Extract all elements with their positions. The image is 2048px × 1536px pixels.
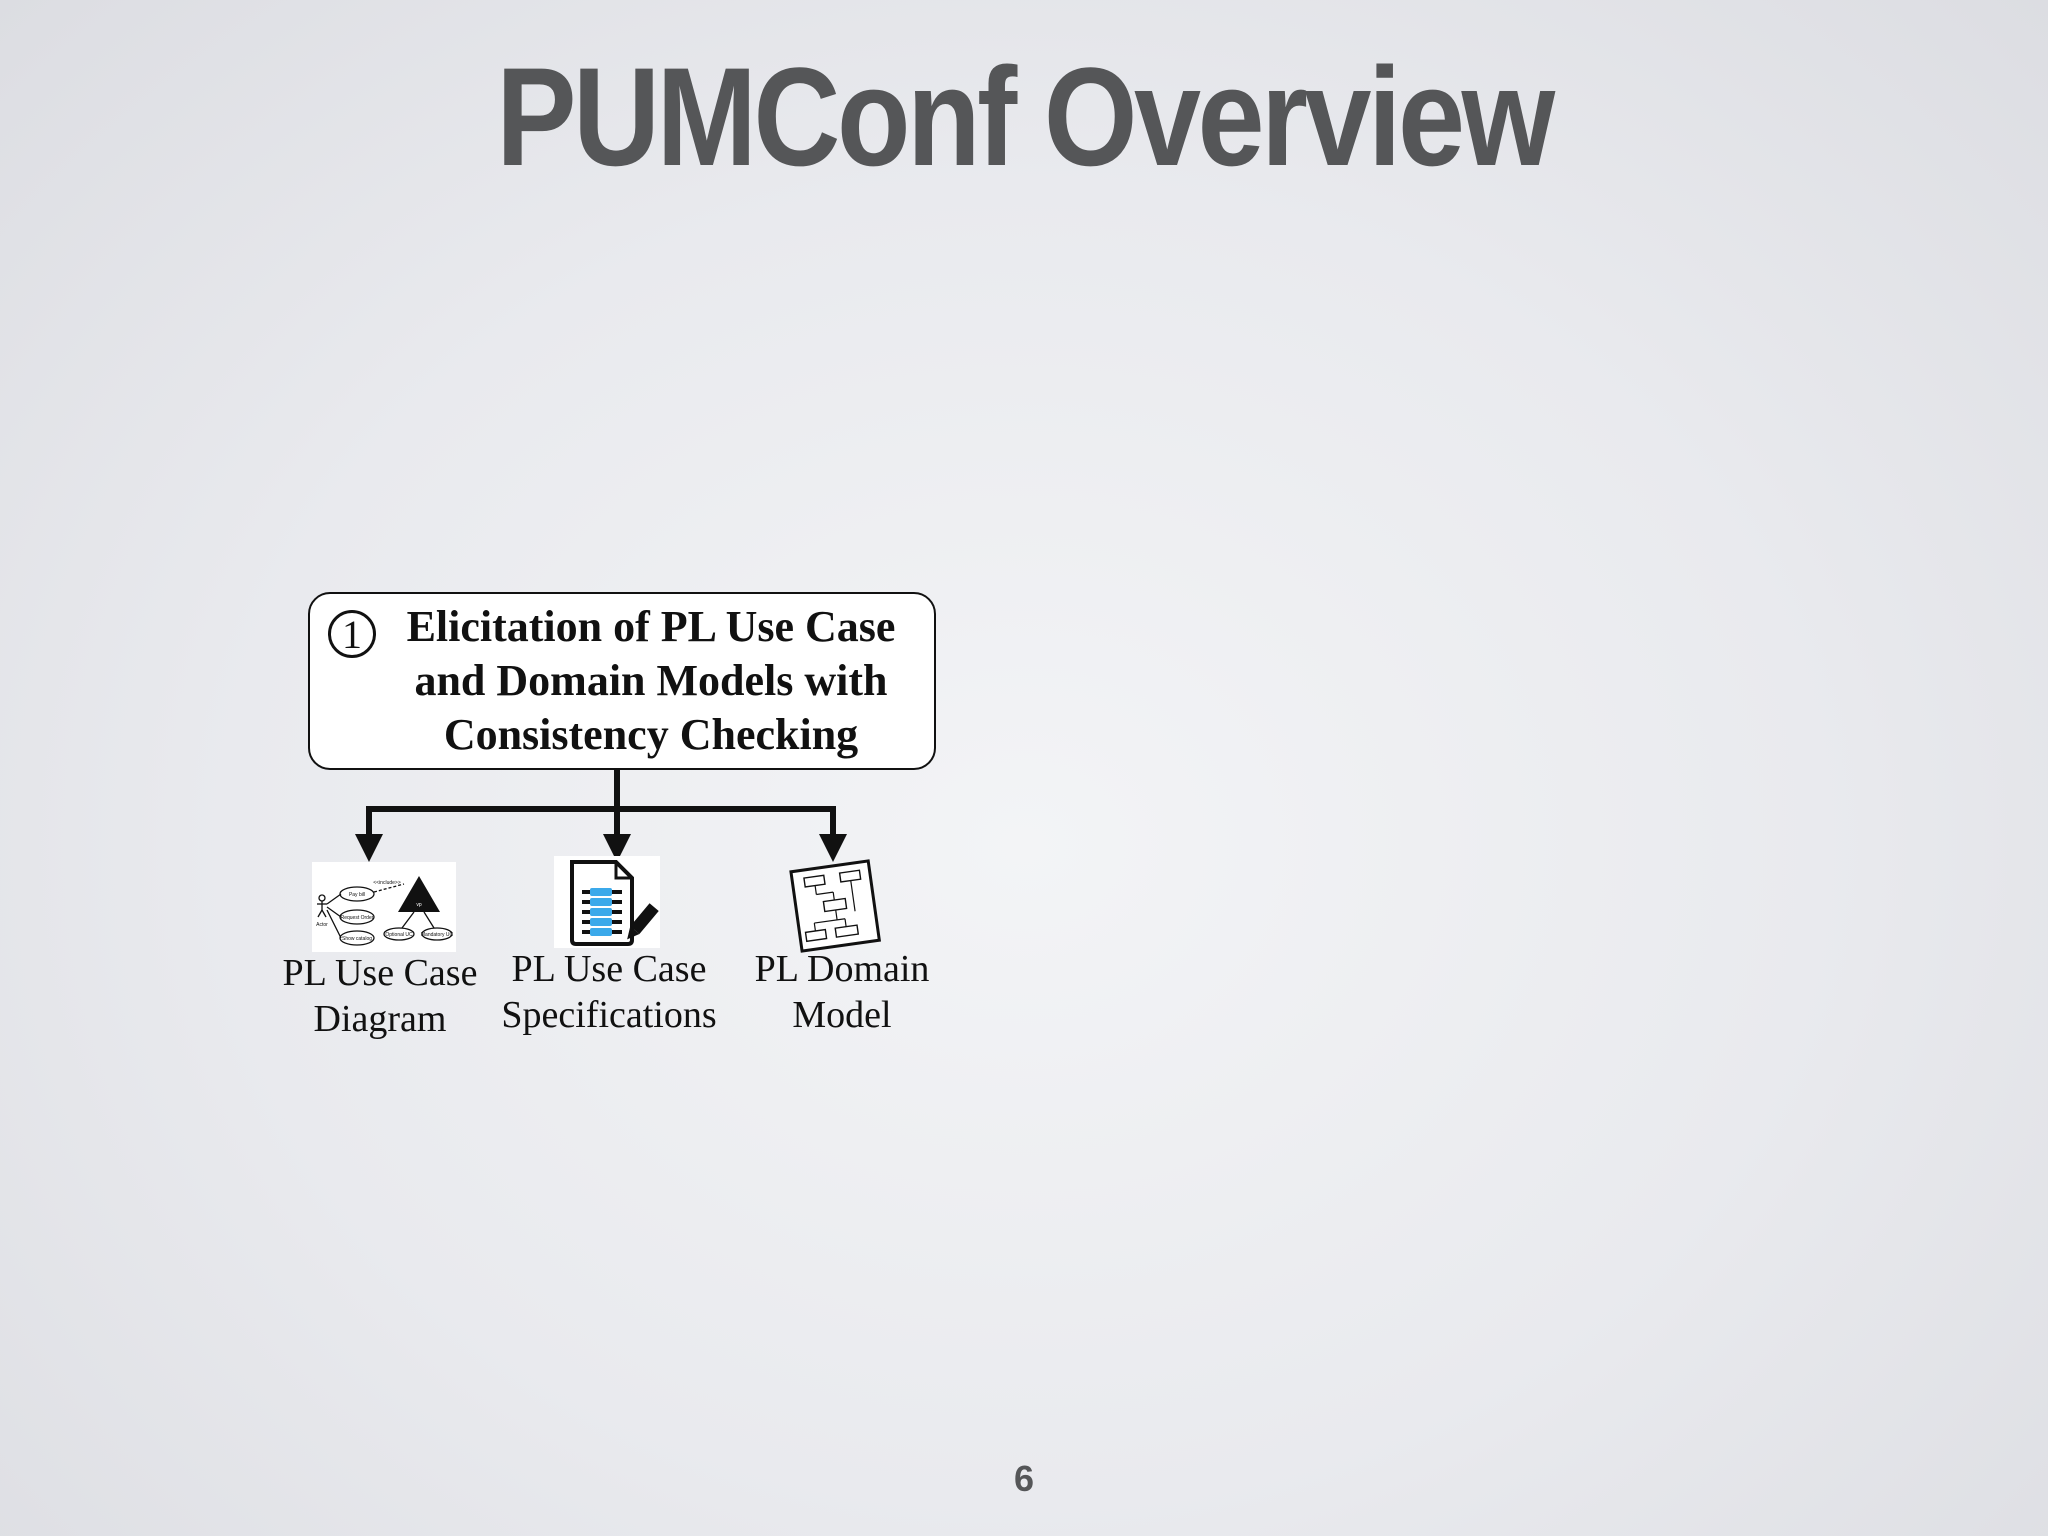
slide-title: PUMConf Overview [496,38,1555,195]
svg-text:<<include>>: <<include>> [373,880,401,886]
process-step-line-3: Consistency Checking [443,710,859,759]
process-step-title: Elicitation of PL Use Case and Domain Mo… [376,600,926,762]
step-number-badge: 1 [328,610,376,658]
process-step-line-2: and Domain Models with [414,656,888,705]
process-step-line-1: Elicitation of PL Use Case [406,602,896,651]
artifact-label-domain-model: PL Domain Model [754,948,930,1036]
process-step-box: 1 Elicitation of PL Use Case and Domain … [308,592,936,770]
page-number: 6 [1013,1458,1035,1499]
domain-model-icon [789,859,882,953]
artifact-label-use-case-diagram: PL Use Case Diagram [282,952,478,1040]
svg-text:Show catalog: Show catalog [342,936,372,942]
svg-text:Request Order: Request Order [341,915,374,921]
arrowhead-1 [355,834,383,862]
use-case-diagram-icon: Actor <<include>> vp Pay bill Request Or… [312,862,456,952]
svg-text:Pay bill: Pay bill [349,892,365,898]
svg-text:Optional UC: Optional UC [385,932,413,938]
svg-text:vp: vp [416,902,422,908]
artifact-label-use-case-specifications: PL Use Case Specifications [501,948,717,1036]
document-pencil-icon [554,856,660,948]
svg-text:Actor: Actor [316,922,328,928]
arrowhead-3 [819,834,847,862]
arrowhead-2 [603,834,631,862]
svg-text:Mandatory UC: Mandatory UC [421,932,454,938]
